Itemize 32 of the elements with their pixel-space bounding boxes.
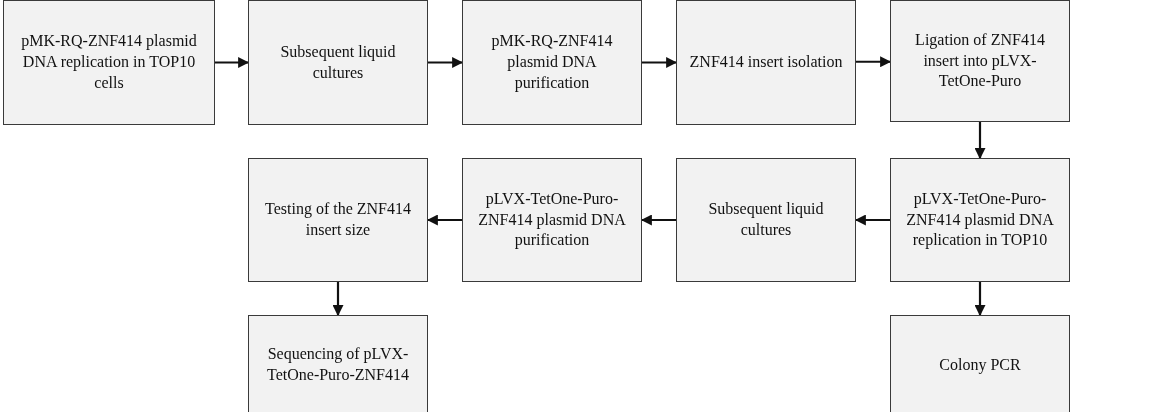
process-box (890, 315, 1070, 412)
arrow (640, 214, 676, 226)
step-label: pLVX-TetOne-Puro-ZNF414 plasmid DNA purification (477, 188, 627, 251)
arrow (428, 57, 464, 68)
process-box (462, 158, 642, 282)
process-box (676, 158, 856, 282)
step-label: ZNF414 insert isolation (689, 52, 843, 73)
arrow (426, 214, 462, 226)
process-box (248, 315, 428, 412)
arrow (856, 56, 892, 68)
step-label: Subsequent liquid cultures (707, 199, 825, 240)
process-box (676, 0, 856, 125)
step-label: pMK-RQ-ZNF414 plasmid DNA purification (490, 31, 614, 94)
process-box (248, 158, 428, 282)
arrow (215, 57, 250, 68)
step-label: pMK-RQ-ZNF414 plasmid DNA replication in TOP10 cells (20, 31, 198, 93)
process-box (890, 0, 1070, 122)
arrow (854, 214, 890, 226)
arrow (332, 282, 344, 317)
process-box (248, 0, 428, 125)
process-box (462, 0, 642, 125)
step-label: Testing of the ZNF414 insert size (264, 199, 412, 240)
arrow (974, 122, 986, 160)
process-box (3, 0, 215, 125)
step-label: pLVX-TetOne-Puro-ZNF414 plasmid DNA replication in TOP10 (905, 188, 1055, 251)
step-label: Ligation of ZNF414 insert into pLVX-TetOne-Puro (914, 29, 1046, 92)
arrow (974, 282, 986, 317)
process-box (890, 158, 1070, 282)
step-label: Subsequent liquid cultures (279, 41, 397, 83)
arrow (642, 57, 678, 68)
step-label: Colony PCR (939, 354, 1021, 376)
step-label: Sequencing of pLVX-TetOne-Puro-ZNF414 (266, 344, 410, 385)
